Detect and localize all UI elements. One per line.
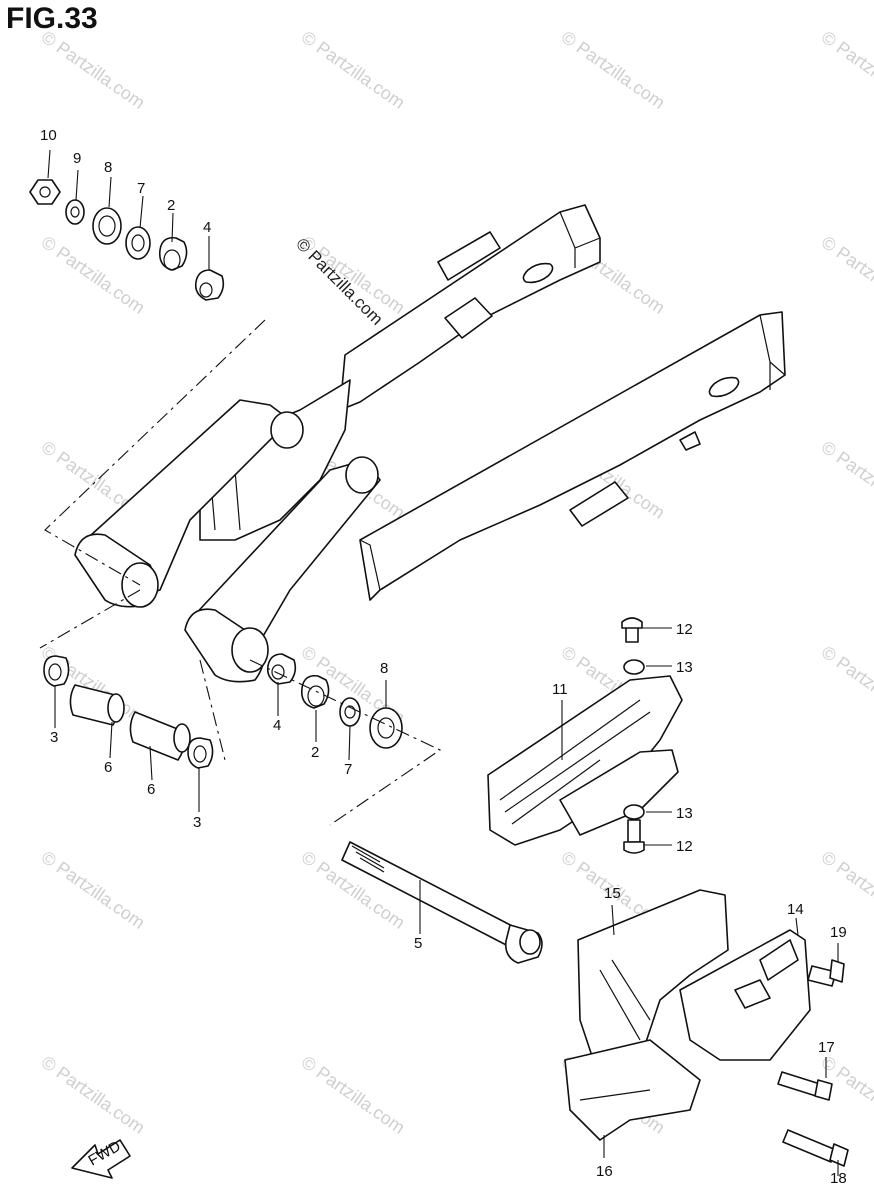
callout-4b: 4 [273, 717, 281, 734]
watermark-text: © Partzilla.com [558, 27, 669, 113]
washer-7a [125, 226, 151, 260]
leader-lines [47, 149, 839, 1176]
watermark-text: © Partzilla.com [38, 27, 149, 113]
bearing-3a [43, 655, 70, 687]
callout-17: 17 [818, 1039, 835, 1056]
callout-12a: 12 [676, 621, 693, 638]
watermark-text: © Partzilla.com [38, 1052, 149, 1138]
bearing-3b [187, 737, 214, 769]
callout-13a: 13 [676, 659, 693, 676]
callout-7b: 7 [344, 761, 352, 778]
callout-6a: 6 [104, 759, 112, 776]
watermark-text: © Partzilla.com [298, 27, 409, 113]
lower-bushing-stack[interactable] [43, 653, 403, 769]
callout-19: 19 [830, 924, 847, 941]
bolt-17 [777, 1071, 821, 1097]
callout-4a: 4 [203, 219, 211, 236]
callout-12b: 12 [676, 838, 693, 855]
callout-9: 9 [73, 150, 81, 167]
seal-8b [369, 707, 403, 749]
callout-6b: 6 [147, 781, 155, 798]
bolt-18 [782, 1129, 837, 1163]
guide-block-16 [564, 1039, 701, 1141]
bushing-2b [300, 674, 330, 709]
nut-13a [623, 659, 645, 675]
pivot-bolt[interactable] [341, 841, 543, 964]
watermark-text: © Partzilla.com [38, 847, 149, 933]
callout-14: 14 [787, 901, 804, 918]
nut-13b [623, 804, 645, 820]
callout-5: 5 [414, 935, 422, 952]
bolt-19 [807, 965, 837, 987]
watermark-text: © Partzilla.com [818, 232, 874, 318]
bushing-2a [158, 236, 188, 271]
chain-guide-assembly[interactable] [564, 889, 849, 1167]
guide-bracket-15 [577, 889, 729, 1081]
callout-3a: 3 [50, 729, 58, 746]
forward-arrow-icon: FWD [71, 1138, 131, 1179]
bearing-4b [266, 653, 297, 685]
washer-7b [339, 697, 361, 727]
callout-7a: 7 [137, 180, 145, 197]
callout-3b: 3 [193, 814, 201, 831]
centerlines [39, 319, 442, 826]
callout-labels: 10 9 8 7 2 4 3 6 6 3 4 2 7 8 5 12 13 11 … [40, 127, 847, 1187]
chain-slider[interactable] [487, 617, 683, 854]
callout-16: 16 [596, 1163, 613, 1180]
bolt-12b [627, 819, 641, 843]
left-bushing-stack[interactable] [29, 179, 225, 301]
callout-18: 18 [830, 1170, 847, 1187]
watermark-text: © Partzilla.com [818, 27, 874, 113]
watermark-text: © Partzilla.com [818, 847, 874, 933]
watermark-text: © Partzilla.com [818, 642, 874, 728]
callout-11: 11 [552, 681, 568, 698]
callout-15: 15 [604, 885, 621, 902]
figure-title: FIG.33 [6, 2, 98, 35]
washer-9 [65, 199, 85, 225]
seal-8a [92, 207, 122, 245]
callout-2b: 2 [311, 744, 319, 761]
callout-10a: 10 [40, 127, 57, 144]
nut-10 [29, 179, 61, 205]
callout-8b: 8 [380, 660, 388, 677]
callout-13b: 13 [676, 805, 693, 822]
watermark-text: © Partzilla.com [298, 1052, 409, 1138]
watermark-text: © Partzilla.com [818, 437, 874, 523]
swingarm[interactable] [74, 204, 786, 683]
callout-2a: 2 [167, 197, 175, 214]
callout-8a: 8 [104, 159, 112, 176]
